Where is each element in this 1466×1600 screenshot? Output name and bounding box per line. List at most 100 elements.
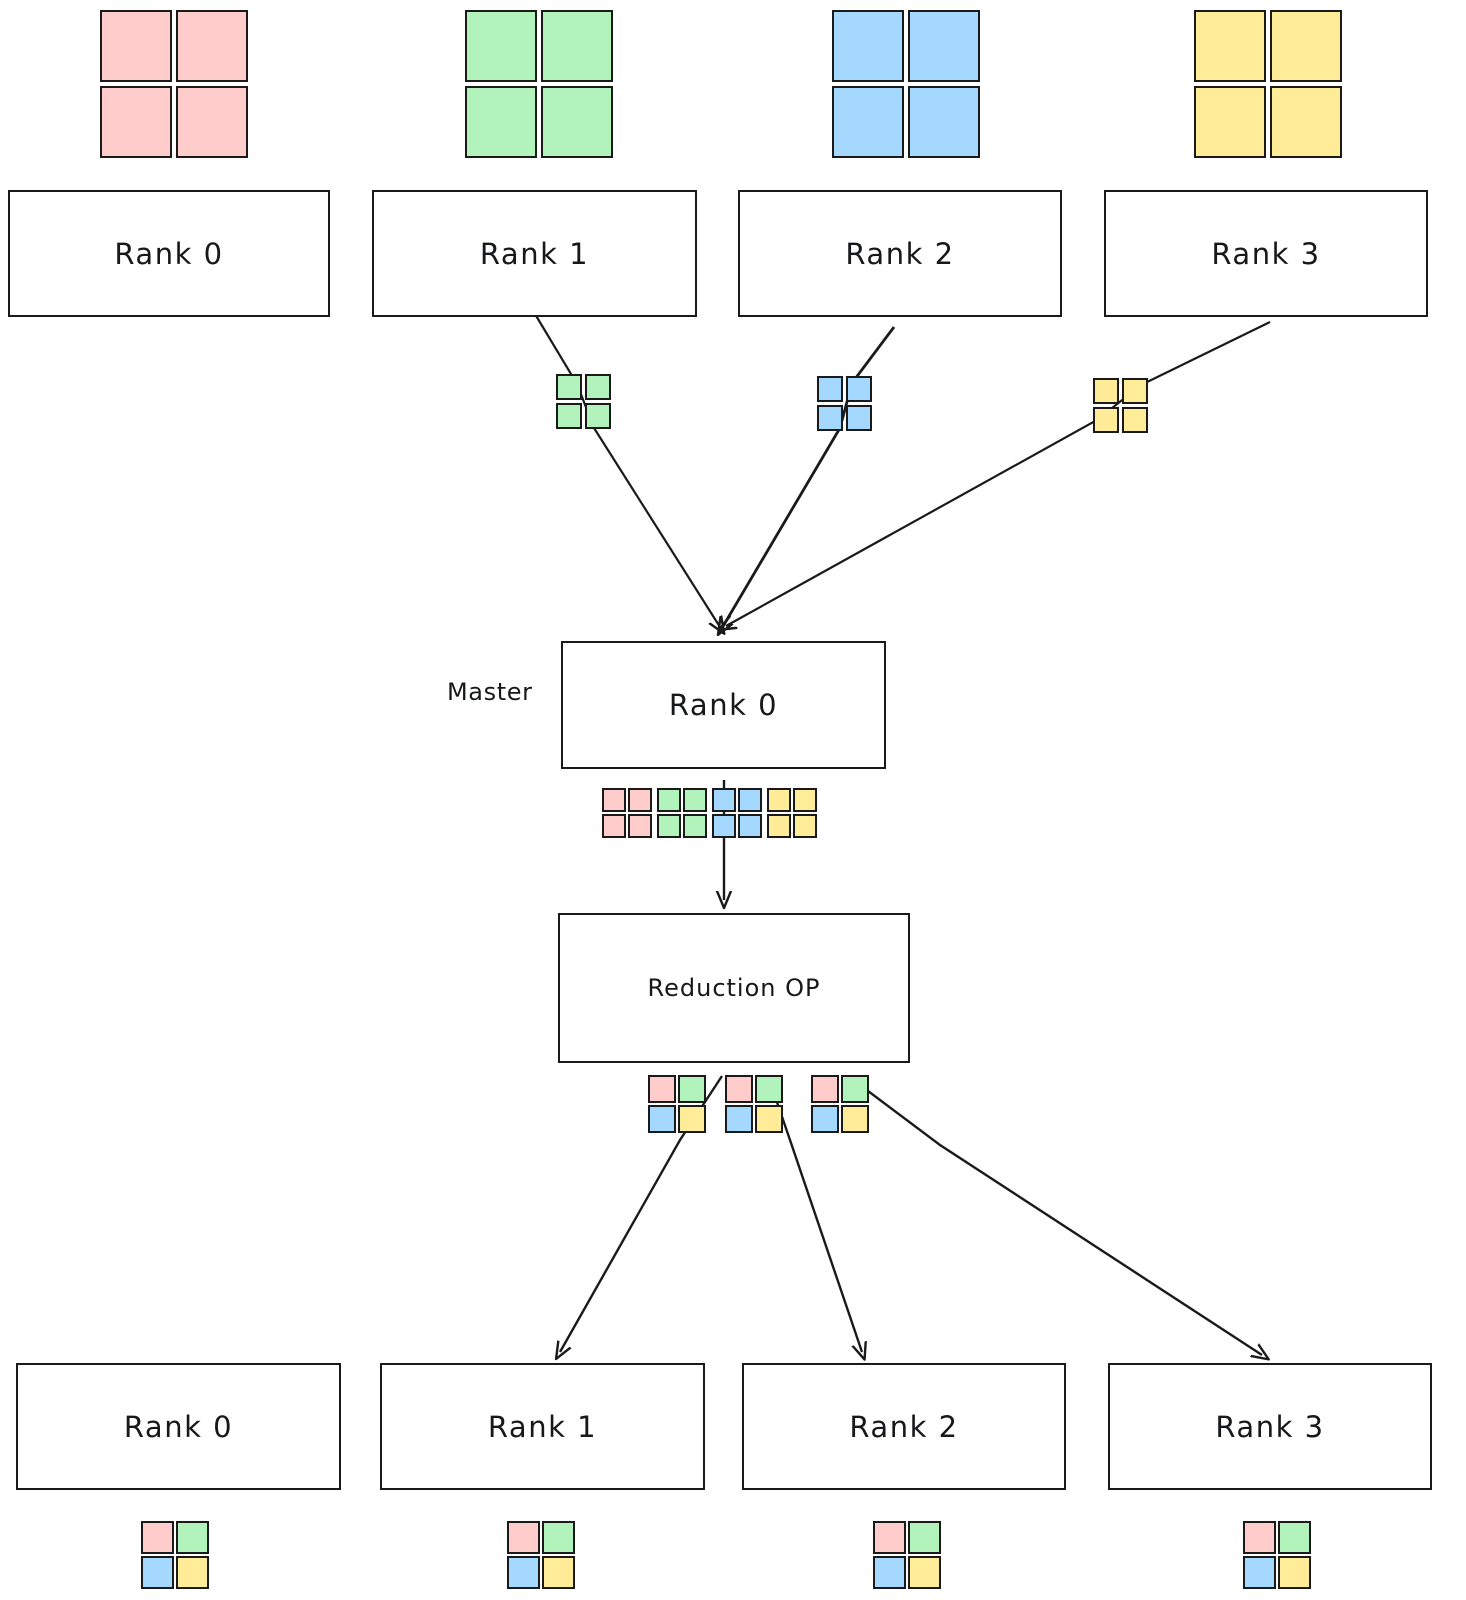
- arrow-rank2-to-master: [722, 326, 896, 628]
- tile: [683, 814, 707, 838]
- tile: [1093, 378, 1119, 404]
- tile: [832, 10, 904, 82]
- result-tiles-rank-3: [1243, 1521, 1311, 1589]
- tile: [908, 1556, 941, 1589]
- tile: [141, 1556, 174, 1589]
- rank-box-top-2[interactable]: Rank 2: [738, 190, 1062, 317]
- rank-box-label: Rank 0: [668, 688, 779, 722]
- source-tiles-rank-2: [832, 10, 980, 158]
- rank-box-label: Rank 2: [845, 236, 955, 271]
- tile: [908, 10, 980, 82]
- rank-box-bottom-0[interactable]: Rank 0: [16, 1363, 341, 1490]
- rank-box-label: Rank 3: [1215, 1409, 1325, 1444]
- rank-box-label: Rank 2: [849, 1409, 959, 1444]
- tile: [846, 405, 872, 431]
- tile: [602, 814, 626, 838]
- tile: [648, 1075, 676, 1103]
- tile: [817, 376, 843, 402]
- tile: [507, 1521, 540, 1554]
- reduction-result-tiles-2: [811, 1075, 869, 1133]
- tile: [556, 374, 582, 400]
- tile: [1194, 86, 1266, 158]
- rank-box-label: Rank 1: [487, 1409, 598, 1444]
- tile: [725, 1075, 753, 1103]
- tile: [1122, 378, 1148, 404]
- tile: [811, 1105, 839, 1133]
- tile: [602, 788, 626, 812]
- tile: [841, 1105, 869, 1133]
- tile: [738, 814, 762, 838]
- tile: [678, 1075, 706, 1103]
- tile: [1243, 1521, 1276, 1554]
- arrow-reduction-to-rank3: [847, 1075, 1262, 1355]
- tile: [1243, 1556, 1276, 1589]
- result-tiles-rank-2: [873, 1521, 941, 1589]
- tile: [1278, 1556, 1311, 1589]
- tile: [585, 374, 611, 400]
- transit-tiles-green: [556, 374, 611, 429]
- tile: [542, 1521, 575, 1554]
- tile: [657, 788, 681, 812]
- reduction-result-tiles-1: [725, 1075, 783, 1133]
- source-tiles-rank-0: [100, 10, 248, 158]
- tile: [817, 405, 843, 431]
- tile: [176, 10, 248, 82]
- rank-box-label: Rank 0: [123, 1409, 234, 1444]
- tile: [755, 1105, 783, 1133]
- tile: [541, 10, 613, 82]
- rank-box-top-3[interactable]: Rank 3: [1104, 190, 1428, 317]
- rank-box-bottom-1[interactable]: Rank 1: [380, 1363, 705, 1490]
- tile: [1122, 407, 1148, 433]
- transit-tiles-blue: [817, 376, 872, 431]
- tile: [683, 788, 707, 812]
- tile: [811, 1075, 839, 1103]
- result-tiles-rank-0: [141, 1521, 209, 1589]
- gathered-tiles-green: [657, 788, 707, 838]
- tile: [541, 86, 613, 158]
- reduction-result-tiles-0: [648, 1075, 706, 1133]
- rank-box-top-1[interactable]: Rank 1: [372, 190, 697, 317]
- reduction-op-label: Reduction OP: [647, 974, 821, 1002]
- tile: [1278, 1521, 1311, 1554]
- tile: [678, 1105, 706, 1133]
- tile: [846, 376, 872, 402]
- tile: [873, 1521, 906, 1554]
- arrow-rank1-to-master: [534, 313, 720, 627]
- tile: [176, 1521, 209, 1554]
- rank-box-label: Rank 3: [1211, 236, 1321, 271]
- tile: [793, 814, 817, 838]
- reduction-op-box[interactable]: Reduction OP: [558, 913, 910, 1063]
- tile: [755, 1075, 783, 1103]
- rank-box-bottom-2[interactable]: Rank 2: [742, 1363, 1066, 1490]
- tile: [141, 1521, 174, 1554]
- tile: [712, 788, 736, 812]
- tile: [648, 1105, 676, 1133]
- tile: [465, 86, 537, 158]
- source-tiles-rank-1: [465, 10, 613, 158]
- tile: [908, 86, 980, 158]
- tile: [873, 1556, 906, 1589]
- rank-box-master[interactable]: Rank 0: [561, 641, 886, 769]
- rank-box-top-0[interactable]: Rank 0: [8, 190, 330, 317]
- rank-box-label: Rank 0: [114, 236, 224, 271]
- tile: [1194, 10, 1266, 82]
- tile: [657, 814, 681, 838]
- tile: [628, 814, 652, 838]
- tile: [1270, 86, 1342, 158]
- gathered-tiles-pink: [602, 788, 652, 838]
- tile: [100, 10, 172, 82]
- tile: [908, 1521, 941, 1554]
- tile: [100, 86, 172, 158]
- tile: [725, 1105, 753, 1133]
- tile: [1093, 407, 1119, 433]
- source-tiles-rank-3: [1194, 10, 1342, 158]
- arrow-rank3-to-master: [726, 321, 1271, 626]
- tile: [542, 1556, 575, 1589]
- tile: [832, 86, 904, 158]
- tile: [507, 1556, 540, 1589]
- tile: [841, 1075, 869, 1103]
- rank-box-bottom-3[interactable]: Rank 3: [1108, 1363, 1432, 1490]
- tile: [556, 403, 582, 429]
- transit-tiles-yellow: [1093, 378, 1148, 433]
- tile: [1270, 10, 1342, 82]
